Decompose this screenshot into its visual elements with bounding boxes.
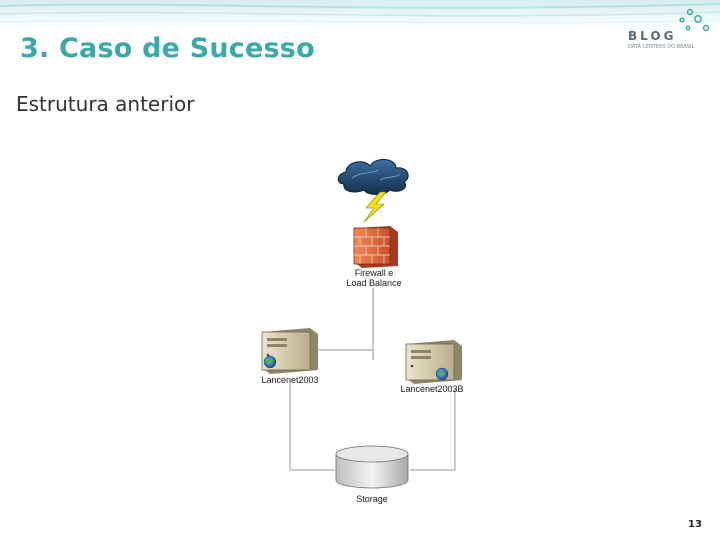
slide-title: 3. Caso de Sucesso — [20, 33, 315, 64]
firewall-icon — [353, 226, 398, 268]
firewall-label-line2: Load Balance — [346, 278, 401, 288]
slide-subtitle: Estrutura anterior — [16, 92, 195, 116]
logo-wordmark: BLOG — [628, 29, 676, 43]
lightning-icon — [363, 191, 387, 223]
storage-icon — [335, 445, 409, 489]
page-number: 13 — [688, 519, 702, 530]
firewall-label-line1: Firewall e — [355, 268, 394, 278]
logo-tagline: DATA CENTERS DO BRASIL — [628, 44, 694, 50]
logo-dots — [679, 8, 710, 32]
network-diagram: Firewall e Load Balance Lancenet2003 Lan… — [261, 159, 464, 504]
server-b-label: Lancenet2003B — [400, 384, 463, 394]
server-icon-a — [261, 328, 318, 374]
storage-label: Storage — [356, 494, 388, 504]
company-logo: BLOG DATA CENTERS DO BRASIL — [628, 8, 710, 50]
cloud-icon — [337, 159, 409, 195]
header-decoration — [0, 0, 720, 30]
server-icon-b — [405, 340, 462, 384]
connector-lines — [289, 288, 456, 471]
server-a-label: Lancenet2003 — [261, 375, 318, 385]
